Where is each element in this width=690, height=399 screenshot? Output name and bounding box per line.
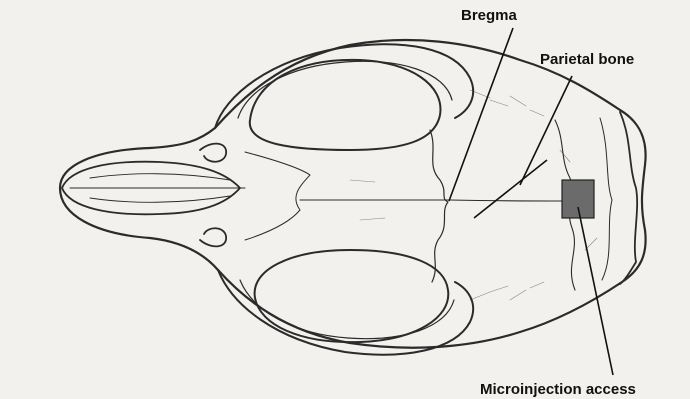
microinjection-access-label: Microinjection access xyxy=(480,382,636,397)
parietal-bone-label: Parietal bone xyxy=(540,52,634,67)
microinjection-access-square xyxy=(562,180,594,218)
bregma-label: Bregma xyxy=(461,8,517,23)
